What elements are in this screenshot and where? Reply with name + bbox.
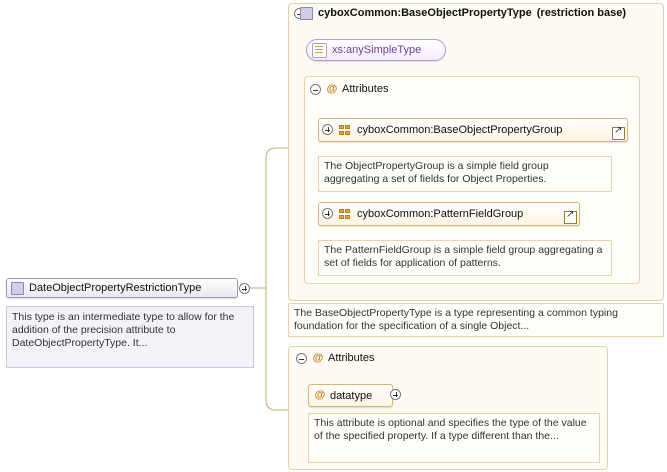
simple-type-label: xs:anySimpleType	[332, 44, 422, 56]
base-type-name: cyboxCommon:BaseObjectPropertyType	[318, 7, 532, 19]
root-type-node[interactable]: DateObjectPropertyRestrictionType	[6, 278, 238, 298]
simple-type-icon	[312, 42, 327, 58]
base-attributes-header: @ Attributes	[326, 82, 389, 95]
type-square-icon	[11, 281, 24, 295]
root-expander-plus-icon[interactable]	[239, 283, 250, 294]
at-symbol-icon: @	[314, 389, 326, 401]
external-link-icon[interactable]	[612, 125, 625, 140]
group-label: cyboxCommon:BaseObjectPropertyGroup	[357, 124, 563, 136]
bottom-attributes-collapse-icon[interactable]	[296, 353, 307, 364]
group-icon	[339, 124, 351, 136]
attribute-label: datatype	[330, 389, 373, 402]
base-attributes-collapse-icon[interactable]	[310, 84, 321, 95]
attribute-expander-plus-icon[interactable]	[390, 389, 401, 400]
group-description-2: The PatternFieldGroup is a simple field …	[318, 240, 612, 276]
group-pill-base-object-property-group[interactable]: cyboxCommon:BaseObjectPropertyGroup	[318, 118, 628, 142]
at-symbol-icon: @	[312, 351, 324, 364]
attribute-pill-datatype[interactable]: @ datatype	[308, 384, 393, 407]
group-expander-plus-icon-1[interactable]	[322, 124, 333, 135]
base-type-header: cyboxCommon:BaseObjectPropertyType (rest…	[298, 3, 664, 23]
group-label: cyboxCommon:PatternFieldGroup	[357, 208, 524, 220]
root-annotation: This type is an intermediate type to all…	[6, 306, 254, 368]
at-symbol-icon: @	[326, 82, 338, 95]
root-type-label: DateObjectPropertyRestrictionType	[29, 282, 202, 294]
base-attributes-label: Attributes	[342, 83, 389, 95]
group-pill-pattern-field-group[interactable]: cyboxCommon:PatternFieldGroup	[318, 202, 580, 226]
base-type-description: The BaseObjectPropertyType is a type rep…	[288, 303, 664, 337]
bottom-attributes-label: Attributes	[328, 352, 375, 364]
group-description-1: The ObjectPropertyGroup is a simple fiel…	[318, 156, 612, 192]
attribute-description: This attribute is optional and specifies…	[308, 413, 600, 463]
bottom-attributes-header: @ Attributes	[312, 351, 375, 364]
base-type-suffix: (restriction base)	[536, 7, 626, 19]
simple-type-pill[interactable]: xs:anySimpleType	[306, 39, 446, 61]
base-type-square-icon	[300, 6, 313, 20]
external-link-icon[interactable]	[564, 209, 577, 224]
group-icon	[339, 208, 351, 220]
group-expander-plus-icon-2[interactable]	[322, 208, 333, 219]
